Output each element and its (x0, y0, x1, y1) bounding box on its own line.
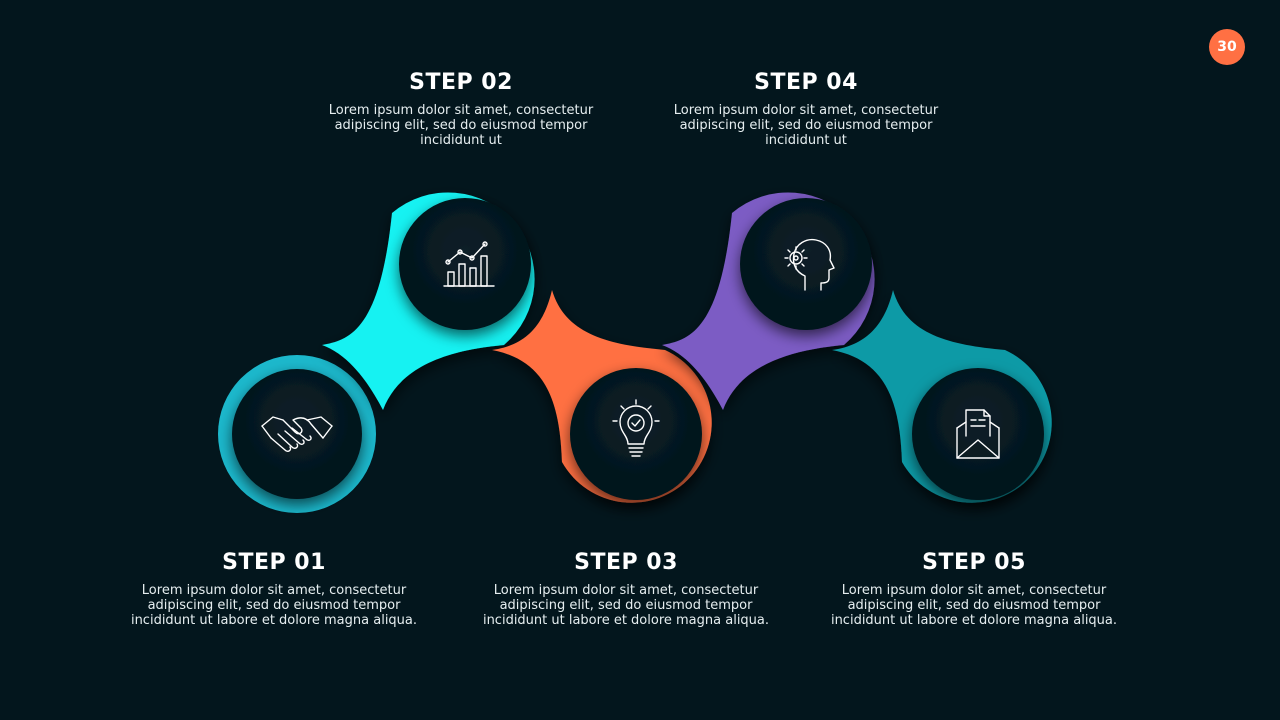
step-05-description: Lorem ipsum dolor sit amet, consectetur … (830, 583, 1118, 628)
step-05-node (832, 290, 1052, 503)
step-04-text: STEP 04 Lorem ipsum dolor sit amet, cons… (656, 70, 956, 148)
step-05-text: STEP 05 Lorem ipsum dolor sit amet, cons… (824, 550, 1124, 628)
step-03-text: STEP 03 Lorem ipsum dolor sit amet, cons… (476, 550, 776, 628)
step-02-text: STEP 02 Lorem ipsum dolor sit amet, cons… (311, 70, 611, 148)
step-03-disc (570, 368, 702, 500)
handshake-icon (261, 416, 333, 452)
step-03-node (492, 290, 712, 503)
step-02-node (322, 192, 535, 410)
step-01-title: STEP 01 (222, 550, 326, 575)
page-number-badge: 30 (1209, 29, 1245, 65)
step-04-description: Lorem ipsum dolor sit amet, consectetur … (673, 103, 939, 148)
lightbulb-check-icon (612, 399, 660, 457)
step-04-disc (740, 198, 872, 330)
growth-chart-icon (443, 241, 495, 287)
step-03-title: STEP 03 (574, 550, 678, 575)
envelope-document-icon (956, 409, 1000, 459)
step-04-title: STEP 04 (754, 70, 858, 95)
step-02-title: STEP 02 (409, 70, 513, 95)
step-05-disc (912, 368, 1044, 500)
step-01-text: STEP 01 Lorem ipsum dolor sit amet, cons… (124, 550, 424, 628)
step-03-description: Lorem ipsum dolor sit amet, consectetur … (482, 583, 770, 628)
step-01-description: Lorem ipsum dolor sit amet, consectetur … (130, 583, 418, 628)
step-04-node (662, 192, 875, 410)
head-gear-icon (784, 238, 835, 291)
step-02-description: Lorem ipsum dolor sit amet, consectetur … (328, 103, 594, 148)
step-05-title: STEP 05 (922, 550, 1026, 575)
